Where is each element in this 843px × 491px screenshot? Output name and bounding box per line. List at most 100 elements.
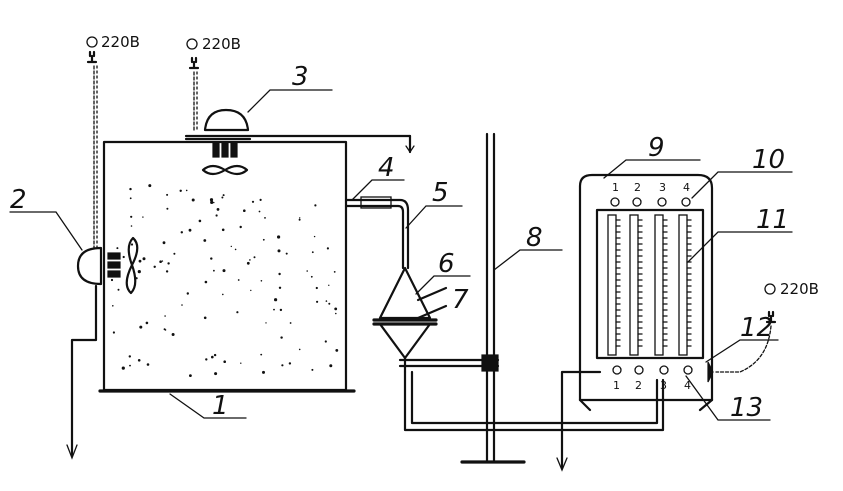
label-1: 1 — [212, 391, 229, 421]
dust-particle — [145, 321, 149, 325]
dust-particle — [221, 196, 224, 199]
dust-particle — [214, 372, 218, 376]
valve-knob-icon[interactable] — [657, 197, 667, 207]
dust-particle — [138, 259, 142, 263]
filter-holder — [372, 266, 448, 374]
lower-funnel — [378, 322, 432, 360]
dust-particle — [315, 286, 318, 290]
power-supply-top-left: 220В — [86, 33, 140, 251]
dust-particle — [161, 260, 164, 262]
valve-knob-icon[interactable] — [632, 197, 642, 207]
dust-particle — [262, 370, 265, 374]
dust-particle — [112, 331, 115, 334]
dust-particle — [142, 216, 144, 218]
tube-number-top-1: 1 — [612, 181, 619, 194]
dust-particle — [313, 235, 316, 238]
tube-number-bottom-2: 2 — [635, 379, 642, 392]
dust-particle — [278, 286, 282, 289]
dust-particle — [230, 245, 232, 248]
dust-particle — [167, 262, 170, 265]
dust-particle — [246, 261, 250, 265]
dust-particle — [121, 366, 125, 370]
dust-particle — [306, 270, 309, 272]
dust-particle — [159, 260, 162, 264]
label-13: 13 — [730, 393, 763, 423]
lab-stand — [398, 132, 526, 464]
label-8: 8 — [526, 223, 543, 253]
arrow-down-icon — [66, 444, 78, 460]
plug-icon — [188, 56, 200, 70]
dust-particle — [278, 272, 281, 276]
dust-particle — [129, 364, 131, 367]
dust-particle — [259, 198, 262, 201]
inlet-port-icon — [683, 365, 693, 375]
valve-knob-icon[interactable] — [681, 197, 691, 207]
dust-particle — [148, 184, 152, 188]
voltage-label-top-mid: 220В — [202, 35, 241, 53]
propeller-icon — [125, 236, 139, 295]
dust-particle — [281, 364, 284, 367]
dust-particle — [240, 362, 242, 364]
voltage-label-right: 220В — [780, 280, 819, 298]
dust-particle — [137, 359, 141, 362]
dust-particle — [211, 355, 214, 359]
dust-particle — [264, 217, 266, 219]
inlet-port-icon — [659, 365, 669, 375]
stand-rod — [485, 132, 496, 464]
dust-particle — [277, 249, 281, 253]
dust-particle — [203, 316, 207, 320]
dust-particle — [222, 269, 226, 273]
dust-particle — [223, 360, 226, 364]
dust-particle — [215, 214, 218, 217]
dust-particle — [186, 292, 189, 295]
dust-particles — [110, 184, 339, 377]
clamp-icon — [481, 354, 499, 372]
dust-particle — [298, 218, 301, 221]
valve-knob-icon[interactable] — [610, 197, 620, 207]
label-6: 6 — [438, 249, 455, 279]
dust-particle — [164, 315, 166, 317]
dust-particle — [204, 280, 208, 284]
dust-particle — [280, 336, 283, 339]
dust-particle — [288, 362, 292, 365]
dust-particle — [236, 311, 239, 314]
flowmeter-panel: 1 2 3 4 1 2 3 4 — [578, 173, 714, 412]
dust-particle — [112, 305, 114, 307]
propeller-icon — [201, 164, 249, 176]
dust-particle — [110, 278, 114, 282]
label-7: 7 — [452, 285, 469, 315]
tube-number-bottom-3: 3 — [660, 379, 667, 392]
dust-particle — [333, 271, 336, 273]
power-symbol-icon — [764, 283, 776, 295]
label-12: 12 — [740, 313, 773, 343]
leader-lines — [9, 89, 793, 421]
dust-particle — [185, 189, 188, 192]
dust-particle — [260, 280, 263, 282]
dust-particle — [329, 364, 333, 368]
motor-housing — [76, 246, 103, 286]
dust-particle — [181, 304, 183, 306]
dust-particle — [311, 368, 314, 371]
rotameter-tube — [654, 214, 664, 356]
label-3: 3 — [292, 62, 309, 92]
sampling-pipe — [344, 196, 410, 270]
dust-particle — [249, 259, 251, 261]
dust-particle — [273, 308, 275, 311]
dust-particle — [285, 252, 288, 255]
rotameter-tube — [629, 214, 639, 356]
dust-particle — [213, 353, 217, 357]
dust-particle — [274, 298, 278, 302]
upper-funnel — [378, 266, 432, 320]
label-2: 2 — [10, 185, 27, 215]
dust-particle — [166, 193, 169, 196]
inlet-port-icon — [634, 365, 644, 375]
dust-particle — [130, 243, 134, 246]
dust-particle — [213, 201, 215, 204]
arrow-down-icon — [556, 457, 568, 472]
power-supply-top-mid: 220В — [186, 35, 241, 131]
dust-particle — [251, 200, 255, 203]
dust-particle — [299, 217, 301, 219]
dust-particle — [142, 257, 146, 261]
dust-particle — [179, 189, 182, 192]
